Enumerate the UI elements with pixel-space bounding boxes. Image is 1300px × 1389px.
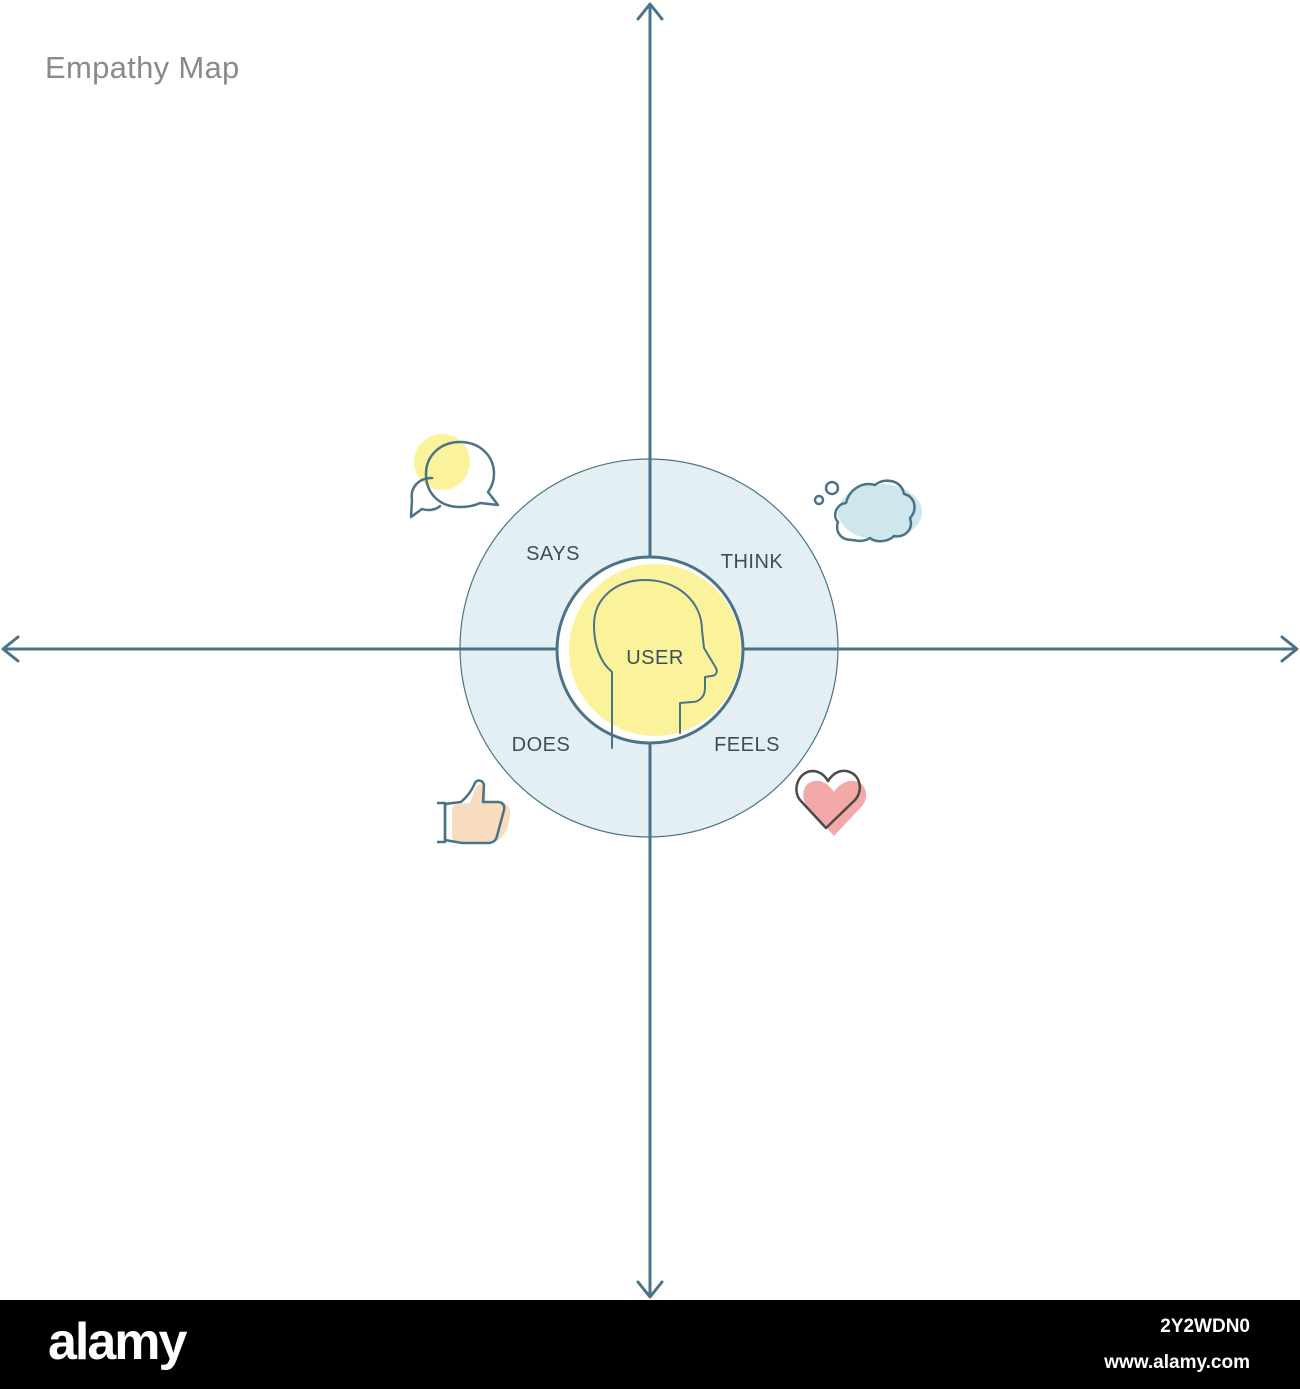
thumbs-up-icon	[437, 779, 510, 845]
arrow-right-icon	[1280, 635, 1299, 663]
quadrant-label-think: THINK	[721, 551, 784, 573]
diagram-title: Empathy Map	[45, 50, 240, 85]
footer-bar: alamy 2Y2WDN0 www.alamy.com	[0, 1300, 1300, 1389]
arrow-left-icon	[1, 635, 20, 663]
alamy-logo: alamy	[48, 1313, 187, 1371]
arrow-down-icon	[636, 1280, 664, 1299]
user-head-icon	[593, 579, 718, 749]
center-label: USER	[626, 647, 684, 669]
quadrant-label-feels: FEELS	[714, 734, 780, 756]
user-center	[555, 555, 745, 749]
quadrant-label-says: SAYS	[526, 543, 580, 565]
credit-url: www.alamy.com	[1104, 1352, 1250, 1373]
image-id: 2Y2WDN0	[1160, 1316, 1250, 1337]
speech-bubbles-icon	[409, 434, 500, 519]
empathy-map-diagram: USER SAYS THINK DOES FEELS	[1, 2, 1299, 1299]
arrow-up-icon	[636, 2, 664, 21]
heart-icon	[795, 769, 867, 836]
quadrant-label-does: DOES	[512, 734, 571, 756]
thought-cloud-icon	[813, 479, 922, 543]
